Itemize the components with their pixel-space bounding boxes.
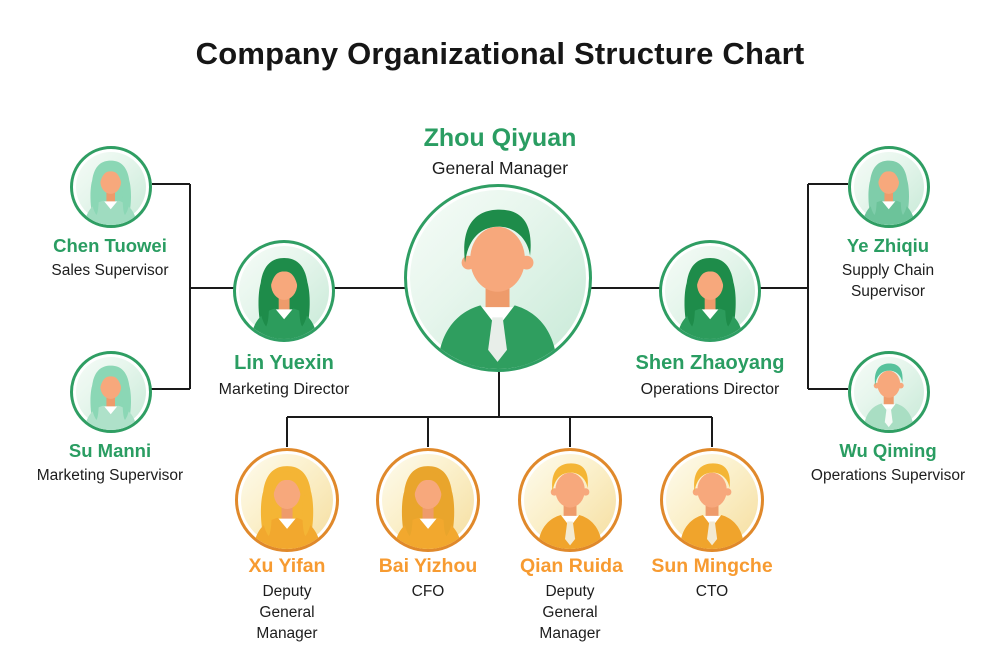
person-name: Lin Yuexin — [234, 352, 334, 374]
male-avatar-icon — [537, 463, 603, 549]
sun-mingche-label: Sun Mingche CTO — [642, 555, 782, 603]
person-role: Marketing Supervisor — [36, 467, 184, 484]
lin-yuexin-label: Lin Yuexin Marketing Director — [194, 352, 374, 401]
chen-tuowei-label: Chen Tuowei Sales Supervisor — [20, 235, 200, 282]
zhou-qiyuan-label: Zhou Qiyuan General Manager — [350, 124, 650, 181]
person-name: Bai Yizhou — [378, 555, 478, 577]
male-avatar-icon — [679, 463, 745, 549]
ye-zhiqiu-avatar — [848, 146, 930, 228]
female-avatar-icon — [84, 160, 138, 225]
qian-ruida-avatar — [518, 448, 622, 552]
female-avatar-icon — [250, 257, 318, 339]
person-name: Xu Yifan — [248, 555, 326, 577]
qian-ruida-label: Qian Ruida Deputy General Manager — [520, 555, 623, 645]
xu-yifan-avatar — [235, 448, 339, 552]
person-role: Marketing Director — [218, 381, 350, 398]
su-manni-avatar — [70, 351, 152, 433]
chart-title: Company Organizational Structure Chart — [195, 36, 805, 71]
female-avatar-icon — [676, 257, 744, 339]
female-avatar-icon — [253, 466, 321, 549]
xu-yifan-label: Xu Yifan Deputy General Manager — [237, 555, 337, 645]
chen-tuowei-avatar — [70, 146, 152, 228]
wu-qiming-label: Wu Qiming Operations Supervisor — [790, 440, 986, 487]
person-role: CTO — [695, 583, 729, 600]
person-name: Sun Mingche — [651, 555, 773, 577]
male-avatar-icon — [864, 363, 914, 430]
person-name: Wu Qiming — [839, 440, 937, 461]
person-name: Qian Ruida — [520, 555, 623, 577]
person-name: Chen Tuowei — [53, 235, 167, 256]
wu-qiming-avatar — [848, 351, 930, 433]
person-role: Operations Supervisor — [810, 467, 966, 484]
person-name: Ye Zhiqiu — [846, 235, 930, 256]
bai-yizhou-avatar — [376, 448, 480, 552]
female-avatar-icon — [862, 160, 916, 225]
person-role: Supply Chain Supervisor — [841, 262, 935, 300]
person-name: Su Manni — [68, 440, 152, 461]
person-role: Deputy General Manager — [539, 583, 601, 642]
female-avatar-icon — [84, 365, 138, 430]
sun-mingche-avatar — [660, 448, 764, 552]
bai-yizhou-label: Bai Yizhou CFO — [358, 555, 498, 603]
person-role: Deputy General Manager — [256, 583, 318, 642]
connector-path — [151, 183, 848, 447]
person-role: Sales Supervisor — [51, 262, 169, 279]
shen-zhaoyang-label: Shen Zhaoyang Operations Director — [612, 352, 808, 401]
ye-zhiqiu-label: Ye Zhiqiu Supply Chain Supervisor — [818, 235, 958, 303]
zhou-qiyuan-avatar — [404, 184, 592, 372]
female-avatar-icon — [394, 466, 462, 549]
su-manni-label: Su Manni Marketing Supervisor — [20, 440, 200, 487]
person-role: General Manager — [431, 158, 569, 178]
person-role: Operations Director — [640, 381, 780, 398]
person-role: CFO — [411, 583, 445, 600]
lin-yuexin-avatar — [233, 240, 335, 342]
person-name: Zhou Qiyuan — [423, 124, 577, 152]
shen-zhaoyang-avatar — [659, 240, 761, 342]
male-avatar-icon — [438, 209, 558, 369]
person-name: Shen Zhaoyang — [635, 352, 785, 374]
